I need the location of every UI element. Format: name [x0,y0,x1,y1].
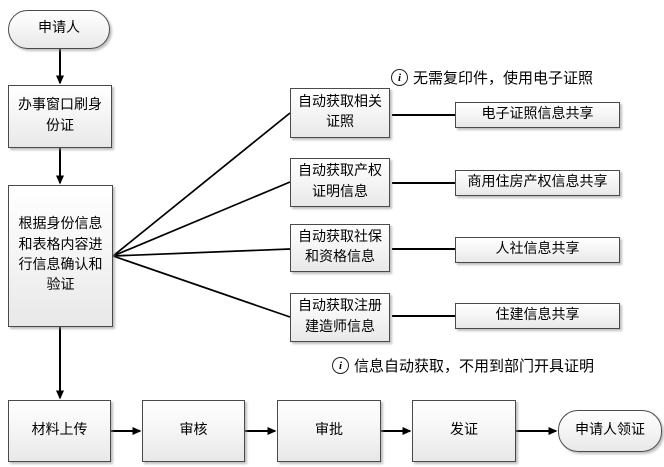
info-icon: i [332,357,349,374]
auto-fetch-social-security-box: 自动获取社保和资格信息 [290,224,390,272]
step-approval-box: 审批 [277,400,381,462]
note-bottom-text: 信息自动获取，不用到部门开具证明 [354,359,595,375]
step-swipe-id-box: 办事窗口刷身份证 [8,85,112,148]
note-top: i 无需复印件，使用电子证照 [391,67,593,88]
share-housing-property-box: 商用住房产权信息共享 [455,170,620,196]
share-housing-construction-box: 住建信息共享 [455,303,620,329]
info-icon: i [391,69,408,86]
start-terminator-applicant: 申请人 [8,10,110,49]
auto-fetch-constructor-box: 自动获取注册建造师信息 [290,293,390,342]
step-verify-info-box: 根据身份信息和表格内容进行信息确认和验证 [8,185,113,327]
note-top-text: 无需复印件，使用电子证照 [413,71,594,87]
note-bottom: i 信息自动获取，不用到部门开具证明 [332,355,594,376]
end-terminator-collect-certificate: 申请人领证 [558,410,662,452]
share-human-resources-box: 人社信息共享 [455,237,620,263]
auto-fetch-licenses-box: 自动获取相关证照 [290,88,390,138]
share-electronic-license-box: 电子证照信息共享 [455,102,620,128]
step-issue-certificate-box: 发证 [412,400,516,462]
step-review-box: 审核 [142,400,245,462]
auto-fetch-property-box: 自动获取产权证明信息 [290,158,390,207]
step-material-upload-box: 材料上传 [8,400,111,462]
